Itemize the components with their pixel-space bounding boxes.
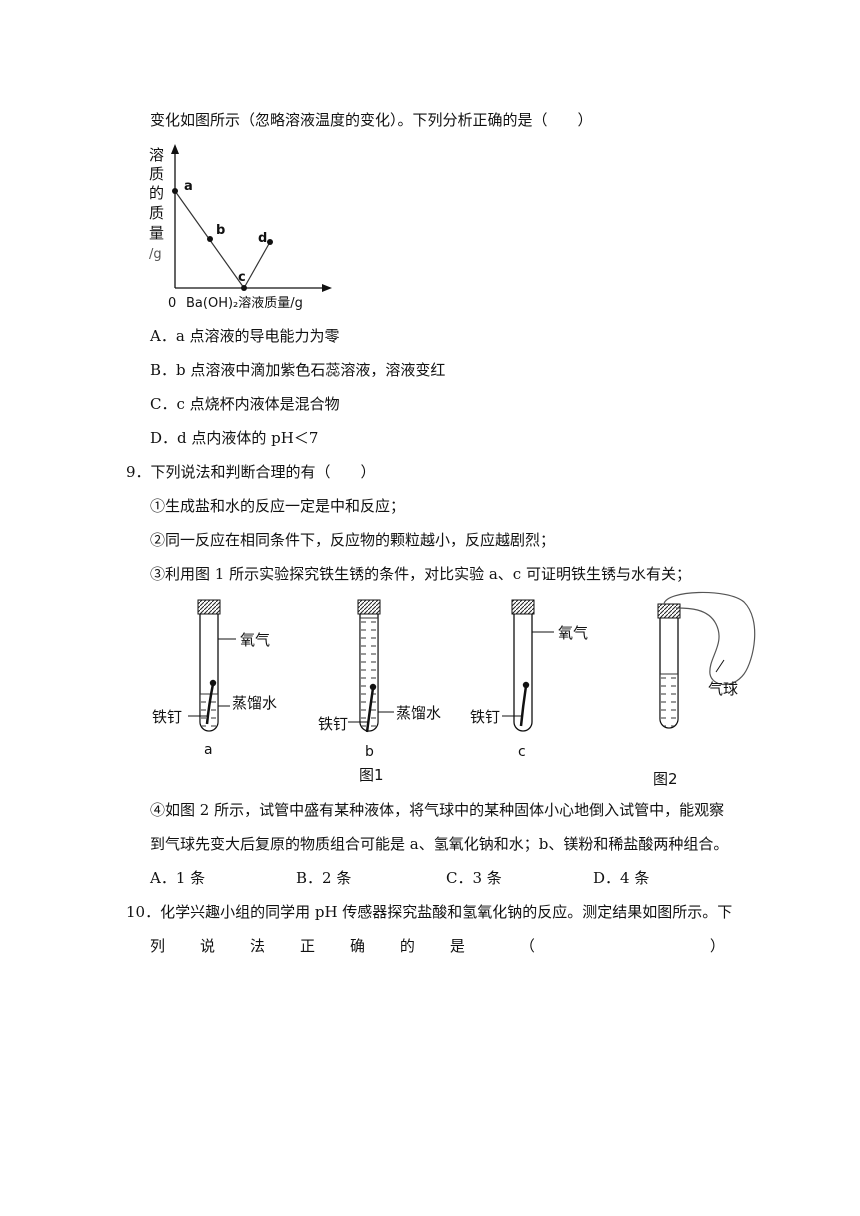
fig2-apparatus	[657, 591, 756, 729]
q8-option-d: D．d 点内液体的 pH＜7	[150, 429, 319, 447]
q9-item-2: ②同一反应在相同条件下，反应物的颗粒越小，反应越剧烈；	[150, 531, 556, 549]
q10-word: 正	[299, 937, 315, 955]
stopper-a	[197, 599, 221, 615]
q10-word: （	[519, 937, 535, 955]
q9-option-a: A．1 条	[150, 869, 206, 887]
label-balloon: 气球	[708, 680, 738, 698]
label-fig2: 图2	[653, 770, 678, 788]
label-nail-a: 铁钉	[152, 708, 182, 726]
q10-word: 的	[399, 937, 415, 955]
nail-b	[365, 687, 375, 733]
stopper-fig2	[657, 603, 681, 619]
point-label-b: b	[216, 223, 225, 238]
ylabel-char: 量	[149, 224, 164, 242]
q9-item-3: ③利用图 1 所示实验探究铁生锈的条件，对比实验 a、c 可证明铁生锈与水有关；	[150, 565, 691, 583]
label-oxygen-a: 氧气	[240, 631, 270, 649]
label-nail-b: 铁钉	[318, 715, 348, 733]
q8-option-b: B．b 点溶液中滴加紫色石蕊溶液，溶液变红	[150, 361, 446, 379]
label-water-b: 蒸馏水	[396, 704, 441, 722]
ylabel-unit: /g	[149, 247, 162, 262]
balloon	[663, 591, 756, 686]
q9-item-4-line2: 到气球先变大后复原的物质组合可能是 a、氢氧化钠和水；b、镁粉和稀盐酸两种组合。	[150, 835, 729, 853]
q10-word: ）	[709, 937, 725, 955]
ylabel-char: 质	[149, 204, 164, 222]
nail-a	[205, 683, 215, 725]
q10-stem-line1: 10．化学兴趣小组的同学用 pH 传感器探究盐酸和氢氧化钠的反应。测定结果如图所…	[126, 903, 733, 921]
y-axis-arrow	[171, 144, 179, 154]
label-oxygen-c: 氧气	[558, 624, 588, 642]
xlabel: Ba(OH)₂溶液质量/g	[186, 296, 303, 311]
q8-stem: 变化如图所示（忽略溶液温度的变化）。下列分析正确的是（ ）	[150, 111, 593, 129]
q8-graph: 溶 质 的 质 量 /g a b c d 0 Ba(OH)₂溶液质量/g	[149, 144, 332, 311]
label-water-a: 蒸馏水	[232, 694, 277, 712]
nail-c	[519, 685, 528, 727]
label-fig1: 图1	[359, 766, 384, 784]
point-label-d: d	[258, 231, 267, 246]
q8-option-c: C．c 点烧杯内液体是混合物	[150, 395, 340, 413]
q10-word: 列	[150, 937, 166, 955]
q9-option-b: B．2 条	[296, 869, 352, 887]
label-nail-c: 铁钉	[470, 708, 500, 726]
x-axis-arrow	[322, 284, 332, 292]
q9-stem: 9．下列说法和判断合理的有（ ）	[126, 463, 376, 481]
point-c	[241, 285, 247, 291]
q10-word: 是	[449, 937, 465, 955]
graph-line-cd	[243, 241, 271, 289]
q10-word: 法	[249, 937, 265, 955]
label-tube-a: a	[204, 742, 213, 758]
point-label-a: a	[184, 179, 193, 194]
point-label-c: c	[238, 270, 246, 285]
ylabel-char: 溶	[149, 146, 164, 164]
q10-stem-line2: 列 说 法 正 确 的 是 （ ）	[150, 936, 725, 956]
point-b	[207, 236, 213, 242]
q9-option-d: D．4 条	[593, 869, 650, 887]
ylabel-char: 质	[149, 165, 164, 183]
q9-figure: 氧气 蒸馏水 铁钉 a 蒸馏水 铁钉 b 氧气 铁钉 c 气球 图1 图2	[152, 591, 756, 788]
label-tube-c: c	[518, 744, 526, 760]
stopper-b	[357, 599, 381, 615]
tube-a	[188, 599, 236, 732]
q10-word: 说	[199, 937, 215, 955]
stopper-c	[511, 599, 535, 615]
point-d	[267, 239, 273, 245]
q9-item-1: ①生成盐和水的反应一定是中和反应；	[150, 497, 406, 515]
q10-word: 确	[349, 937, 365, 955]
tube-c	[502, 599, 554, 732]
tube-b	[348, 599, 394, 733]
label-tube-b: b	[365, 744, 374, 760]
q9-item-4-line1: ④如图 2 所示，试管中盛有某种液体，将气球中的某种固体小心地倒入试管中，能观察	[150, 801, 725, 819]
origin-label: 0	[168, 296, 176, 311]
q8-option-a: A．a 点溶液的导电能力为零	[150, 327, 340, 345]
q9-option-c: C．3 条	[446, 869, 502, 887]
point-a	[172, 188, 178, 194]
ylabel-char: 的	[149, 184, 164, 202]
